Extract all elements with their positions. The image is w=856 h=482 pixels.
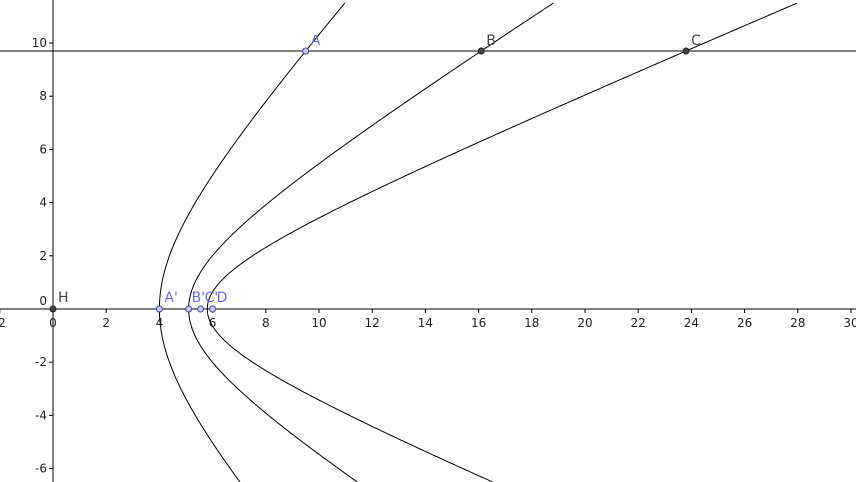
point-marker <box>477 47 485 55</box>
x-tick-label: 18 <box>524 316 539 330</box>
x-tick-label: 16 <box>471 316 486 330</box>
origin-label: 0 <box>39 294 47 308</box>
point-label: C <box>691 33 701 49</box>
y-tick-label: 8 <box>39 89 47 103</box>
x-tick-label: 6 <box>209 316 217 330</box>
hyperbola-curves <box>158 2 798 482</box>
point-marker <box>682 47 690 55</box>
x-tick-label: 14 <box>418 316 433 330</box>
x-tick-label: 20 <box>577 316 592 330</box>
point-label: H <box>58 290 69 306</box>
y-tick-label: 6 <box>39 142 47 156</box>
y-tick-label: 2 <box>39 249 47 263</box>
x-tick-label: 10 <box>311 316 326 330</box>
hyperbola-curve <box>206 2 798 482</box>
point-marker <box>155 305 163 313</box>
y-tick-label: 10 <box>32 36 47 50</box>
point-marker <box>49 305 57 313</box>
point-label: A' <box>164 290 177 306</box>
x-tick-label: 0 <box>49 316 57 330</box>
x-tick-label: 8 <box>262 316 270 330</box>
y-tick-label: -6 <box>35 462 47 476</box>
x-tick-label: -2 <box>0 316 6 330</box>
point-marker <box>302 47 310 55</box>
x-tick-label: 12 <box>365 316 380 330</box>
point-marker <box>197 305 205 313</box>
point-label: B <box>486 33 496 49</box>
x-tick-label: 2 <box>102 316 110 330</box>
x-tick-label: 26 <box>737 316 752 330</box>
point-marker <box>209 305 217 313</box>
x-tick-label: 24 <box>684 316 699 330</box>
y-tick-label: -2 <box>35 355 47 369</box>
x-tick-label: 28 <box>790 316 805 330</box>
point-marker <box>185 305 193 313</box>
hyperbola-curve <box>158 2 346 482</box>
point-label: B' <box>192 290 205 306</box>
x-tick-label: 22 <box>631 316 646 330</box>
points: A B C H A' B'C'D <box>49 33 701 313</box>
x-tick-label: 30 <box>843 316 856 330</box>
point-label: D <box>217 290 228 306</box>
y-tick-label: -4 <box>35 408 47 422</box>
point-label: C' <box>205 290 219 306</box>
point-label: A <box>311 33 321 49</box>
y-tick-label: 4 <box>39 196 47 210</box>
x-tick-label: 4 <box>156 316 164 330</box>
hyperbola-curve <box>188 2 554 482</box>
